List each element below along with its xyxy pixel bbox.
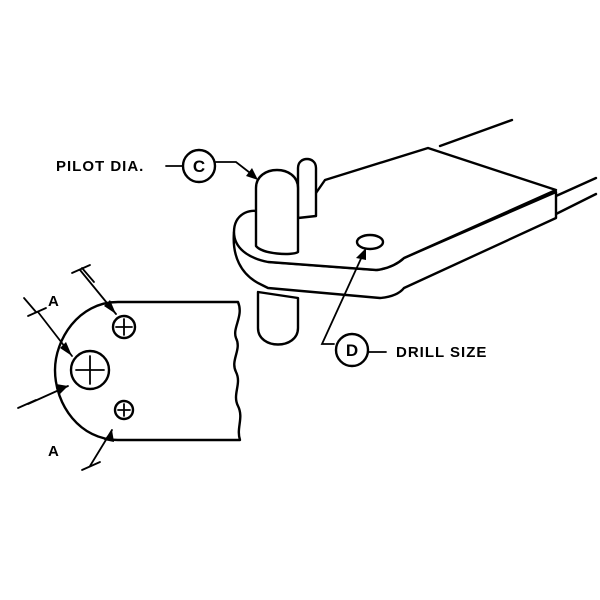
callout-c-bubble [181, 148, 217, 184]
pilot-dia-label: PILOT DIA. [56, 158, 144, 175]
pilot-pin-lower [256, 290, 300, 346]
pilot-pin-back [296, 157, 318, 220]
dim-label-a-top: A [48, 293, 60, 310]
pilot-pin-upper [254, 168, 300, 256]
jig-bar-lower-edge [554, 192, 598, 216]
jig-bar-bottom-edge [554, 176, 598, 198]
callout-d: D DRILL SIZE [320, 248, 487, 368]
callout-c-letter: C [193, 157, 205, 176]
workpiece [53, 300, 242, 442]
drill-hole [355, 233, 385, 251]
dimension-a-bottom [17, 384, 114, 471]
hole-upper [111, 314, 137, 340]
dim-label-a-bottom: A [48, 443, 60, 460]
callout-c: PILOT DIA. C [56, 148, 258, 184]
hole-center [69, 349, 111, 391]
jig-plate [232, 118, 598, 300]
drill-size-label: DRILL SIZE [396, 344, 487, 361]
workpiece-outline [53, 300, 242, 442]
callout-d-bubble [334, 332, 370, 368]
dimension-a-top [23, 264, 117, 357]
jig-bar-top-edge [438, 118, 514, 148]
pilot-pin [254, 157, 318, 346]
hole-lower [113, 399, 135, 421]
callout-d-letter: D [346, 341, 358, 360]
jig-plate-top-face [232, 146, 558, 272]
